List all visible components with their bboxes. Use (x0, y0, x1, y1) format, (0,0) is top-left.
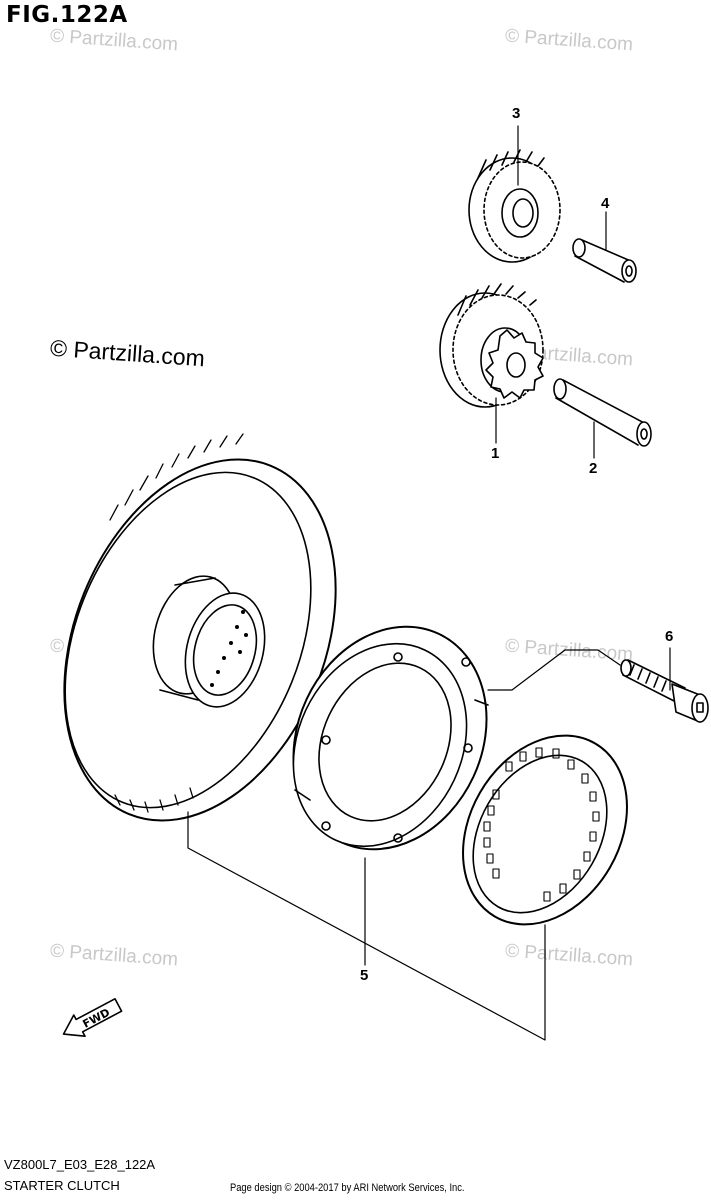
idle-gear-part-3 (468, 149, 561, 263)
figure-name: STARTER CLUTCH (4, 1178, 120, 1193)
shaft-part-2 (553, 378, 652, 447)
starter-driven-gear (63, 433, 337, 822)
callout-6: 6 (665, 628, 673, 645)
fwd-arrow-icon: FWD (62, 997, 123, 1038)
shaft-part-4 (572, 238, 637, 283)
bolt-part-6 (620, 659, 709, 723)
one-way-clutch-bearing (462, 734, 628, 926)
figure-title: FIG.122A (6, 2, 128, 28)
figure-code: VZ800L7_E03_E28_122A (4, 1157, 156, 1172)
callout-4: 4 (601, 195, 610, 212)
idle-gear-part-1 (439, 283, 544, 408)
callout-1: 1 (491, 445, 499, 462)
copyright-footer: Page design © 2004-2017 by ARI Network S… (230, 1182, 465, 1194)
callout-2: 2 (589, 460, 597, 477)
callout-3: 3 (512, 105, 520, 122)
callout-5: 5 (360, 967, 368, 984)
leader-lines (187, 125, 671, 1041)
clutch-housing-part-5 (292, 625, 489, 851)
